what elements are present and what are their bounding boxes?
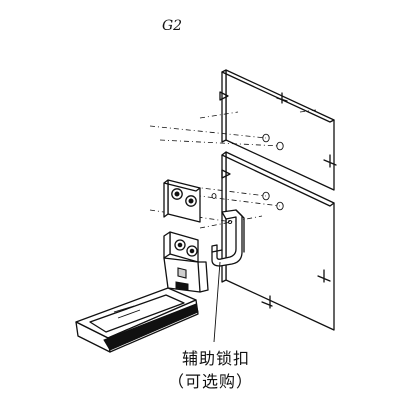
caption-leader-line — [213, 261, 221, 343]
angled-mount — [75, 231, 209, 353]
auxiliary-lock-clip — [211, 209, 245, 267]
back-wall-panel — [219, 69, 337, 191]
mounting-block — [163, 179, 201, 223]
front-wall-panel — [211, 151, 335, 331]
page-title: G2 — [162, 18, 183, 34]
caption-line-1: 辅助锁扣 — [182, 349, 251, 368]
caption-line-2: （可选购） — [168, 372, 254, 391]
